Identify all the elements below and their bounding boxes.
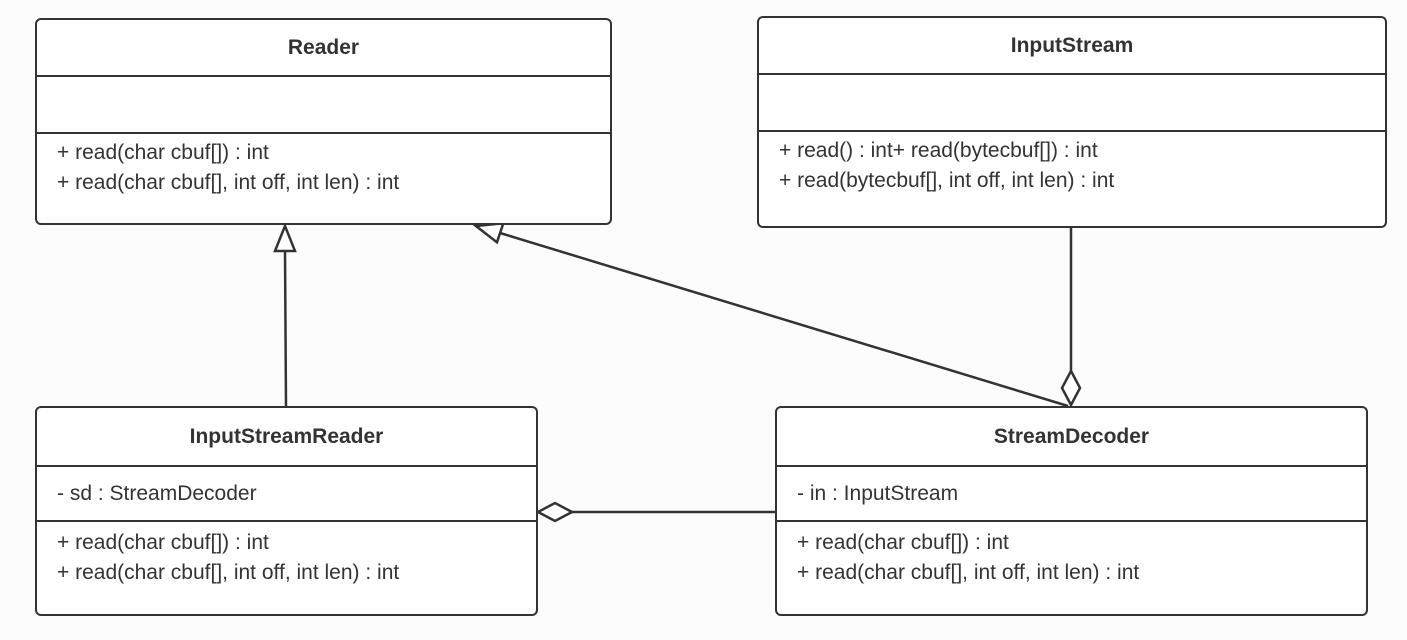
operations-compartment: + read(char cbuf[]) : int + read(char cb…: [777, 522, 1366, 588]
operation: + read(char cbuf[], int off, int len) : …: [797, 561, 1140, 584]
operation: + read() : int+ read(bytecbuf[]) : int: [779, 139, 1098, 162]
attribute: - in : InputStream: [797, 482, 959, 505]
operations-compartment: + read(char cbuf[]) : int + read(char cb…: [37, 522, 536, 588]
operation: + read(char cbuf[], int off, int len) : …: [57, 171, 400, 194]
class-inputstreamreader[interactable]: InputStreamReader - sd : StreamDecoder +…: [35, 406, 538, 616]
class-name: StreamDecoder: [777, 408, 1366, 467]
operations-compartment: + read() : int+ read(bytecbuf[]) : int +…: [759, 132, 1385, 196]
class-name: InputStream: [759, 18, 1385, 75]
generalization-arrowhead-reader-right: [472, 221, 506, 245]
operation: + read(char cbuf[], int off, int len) : …: [57, 561, 400, 584]
generalization-arrowhead-reader-left: [273, 222, 297, 253]
attributes-compartment: - in : InputStream: [777, 467, 1366, 522]
generalization-line-inputstreamreader-reader: [283, 250, 288, 407]
aggregation-diamond-inputstreamreader: [535, 501, 575, 523]
class-name: InputStreamReader: [37, 408, 536, 467]
attribute: - sd : StreamDecoder: [57, 482, 257, 505]
operation: + read(char cbuf[]) : int: [57, 141, 269, 164]
operation: + read(bytecbuf[], int off, int len) : i…: [779, 169, 1115, 192]
class-reader[interactable]: Reader + read(char cbuf[]) : int + read(…: [35, 18, 612, 225]
generalization-line-streamdecoder-reader: [499, 231, 1069, 408]
class-inputstream[interactable]: InputStream + read() : int+ read(bytecbu…: [757, 16, 1387, 228]
attributes-compartment: [759, 75, 1385, 132]
class-name: Reader: [37, 20, 610, 77]
operations-compartment: + read(char cbuf[]) : int + read(char cb…: [37, 134, 610, 198]
attributes-compartment: [37, 77, 610, 134]
operation: + read(char cbuf[]) : int: [57, 531, 269, 554]
class-streamdecoder[interactable]: StreamDecoder - in : InputStream + read(…: [775, 406, 1368, 616]
aggregation-diamond-streamdecoder: [1060, 368, 1082, 408]
operation: + read(char cbuf[]) : int: [797, 531, 1009, 554]
attributes-compartment: - sd : StreamDecoder: [37, 467, 536, 522]
